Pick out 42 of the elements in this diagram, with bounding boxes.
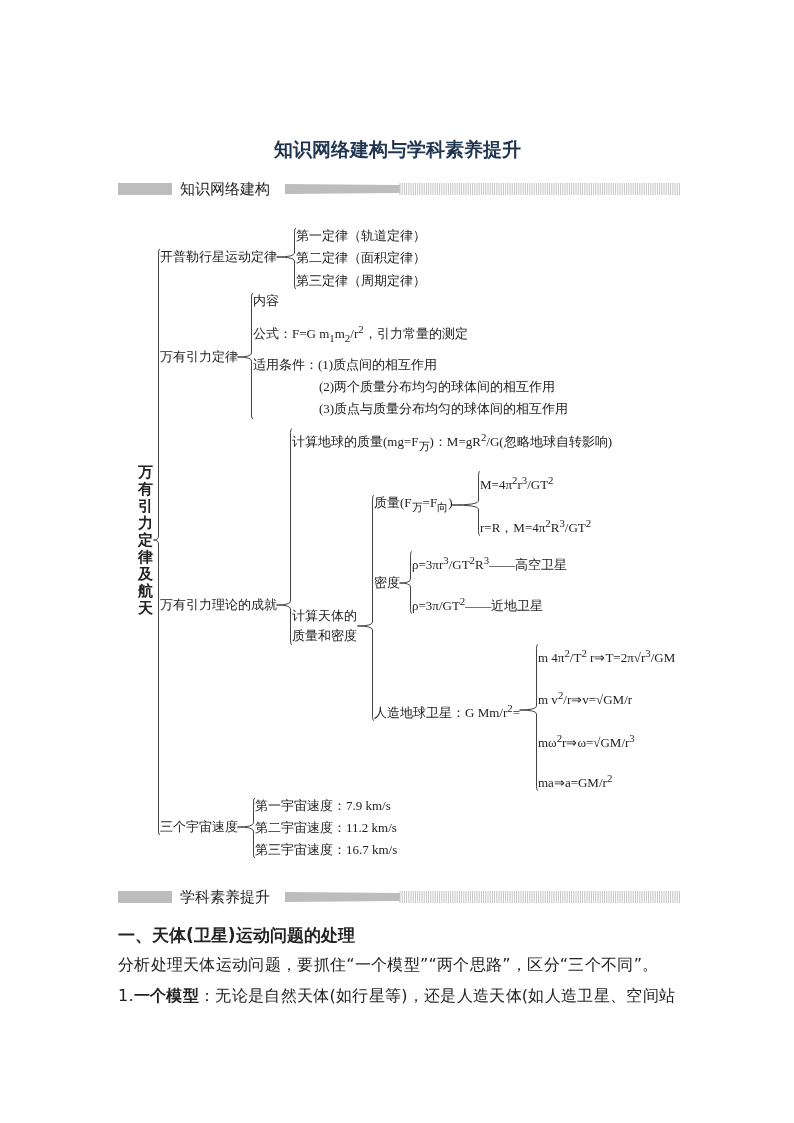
topic-label: 三个宇宙速度 — [160, 818, 238, 836]
brace — [237, 797, 256, 859]
topic-label: M=4π$^{2}$r$^{3}$/GT$^{2}$ — [480, 470, 554, 494]
brace — [276, 227, 297, 290]
topic-label: 计算地球的质量(mg=F$_{万}$)：M=gR$^{2}$/G(忽略地球自转影响) — [292, 427, 612, 455]
section-heading: 知识网络建构 — [180, 180, 270, 199]
brace — [451, 470, 481, 537]
brace — [519, 643, 539, 792]
topic-label: 第二宇宙速度：11.2 km/s — [255, 819, 397, 837]
brace — [153, 248, 161, 836]
topic-label: ρ=3π/GT$^{2}$——近地卫星 — [412, 591, 544, 615]
topic-label: 第一定律（轨道定律） — [296, 227, 426, 245]
topic-label: 质量(F$_{万}$=F$_{向}$) — [374, 494, 453, 516]
brace — [399, 550, 413, 615]
topic-label: 万有引力理论的成就 — [160, 596, 277, 614]
topic-label: 开普勒行星运动定律 — [160, 248, 277, 266]
topic-label: 第三宇宙速度：16.7 km/s — [255, 841, 398, 859]
brace — [357, 494, 375, 722]
topic-label: 内容 — [253, 292, 279, 310]
brace — [237, 292, 254, 420]
topic-label: 万有引力定律 — [160, 348, 238, 366]
brace — [276, 428, 293, 646]
topic-label: 第一宇宙速度：7.9 km/s — [255, 797, 391, 815]
root-topic: 万有引力定律及航天 — [138, 463, 154, 617]
paragraph: 分析处理天体运动问题，要抓住“一个模型”“两个思路”，区分“三个不同”。 — [118, 955, 659, 976]
section-heading: 学科素养提升 — [180, 888, 270, 907]
topic-label: 密度 — [374, 574, 400, 592]
topic-label: 公式：F=G m$_{1}$m$_{2}$/r$^{2}$，引力常量的测定 — [253, 319, 468, 347]
topic-label: m 4π$^{2}$/T$^{2}$ r⇒T=2π√r$^{3}$/GM — [538, 643, 676, 667]
topic-label: ρ=3πr$^{3}$/GT$^{2}$R$^{3}$——高空卫星 — [412, 550, 568, 574]
topic-label: mω$^{2}$r⇒ω=√GM/r$^{3}$ — [538, 728, 635, 752]
topic-label: 第三定律（周期定律） — [296, 272, 426, 290]
topic-label: 适用条件：(1)质点间的相互作用 (2)两个质量分布均匀的球体间的相互作用 (3)质点与质量分布均匀的球体间的相互作用 — [253, 354, 569, 420]
topic-label: ma⇒a=GM/r$^{2}$ — [538, 768, 613, 792]
topic-label: r=R，M=4π$^{2}$R$^{3}$/GT$^{2}$ — [480, 513, 592, 537]
subheading: 一、天体(卫星)运动问题的处理 — [118, 924, 355, 947]
topic-label: m v$^{2}$/r⇒v=√GM/r — [538, 685, 633, 709]
topic-label: 第二定律（面积定律） — [296, 249, 426, 267]
topic-label: 人造地球卫星：G Mm/r$^{2}$= — [374, 698, 520, 722]
topic-label: 计算天体的质量和密度 — [292, 606, 358, 646]
paragraph: 1.一个模型：无论是自然天体(如行星等)，还是人造天体(如人造卫星、空间站 — [118, 986, 676, 1007]
page-title: 知识网络建构与学科素养提升 — [272, 137, 522, 162]
